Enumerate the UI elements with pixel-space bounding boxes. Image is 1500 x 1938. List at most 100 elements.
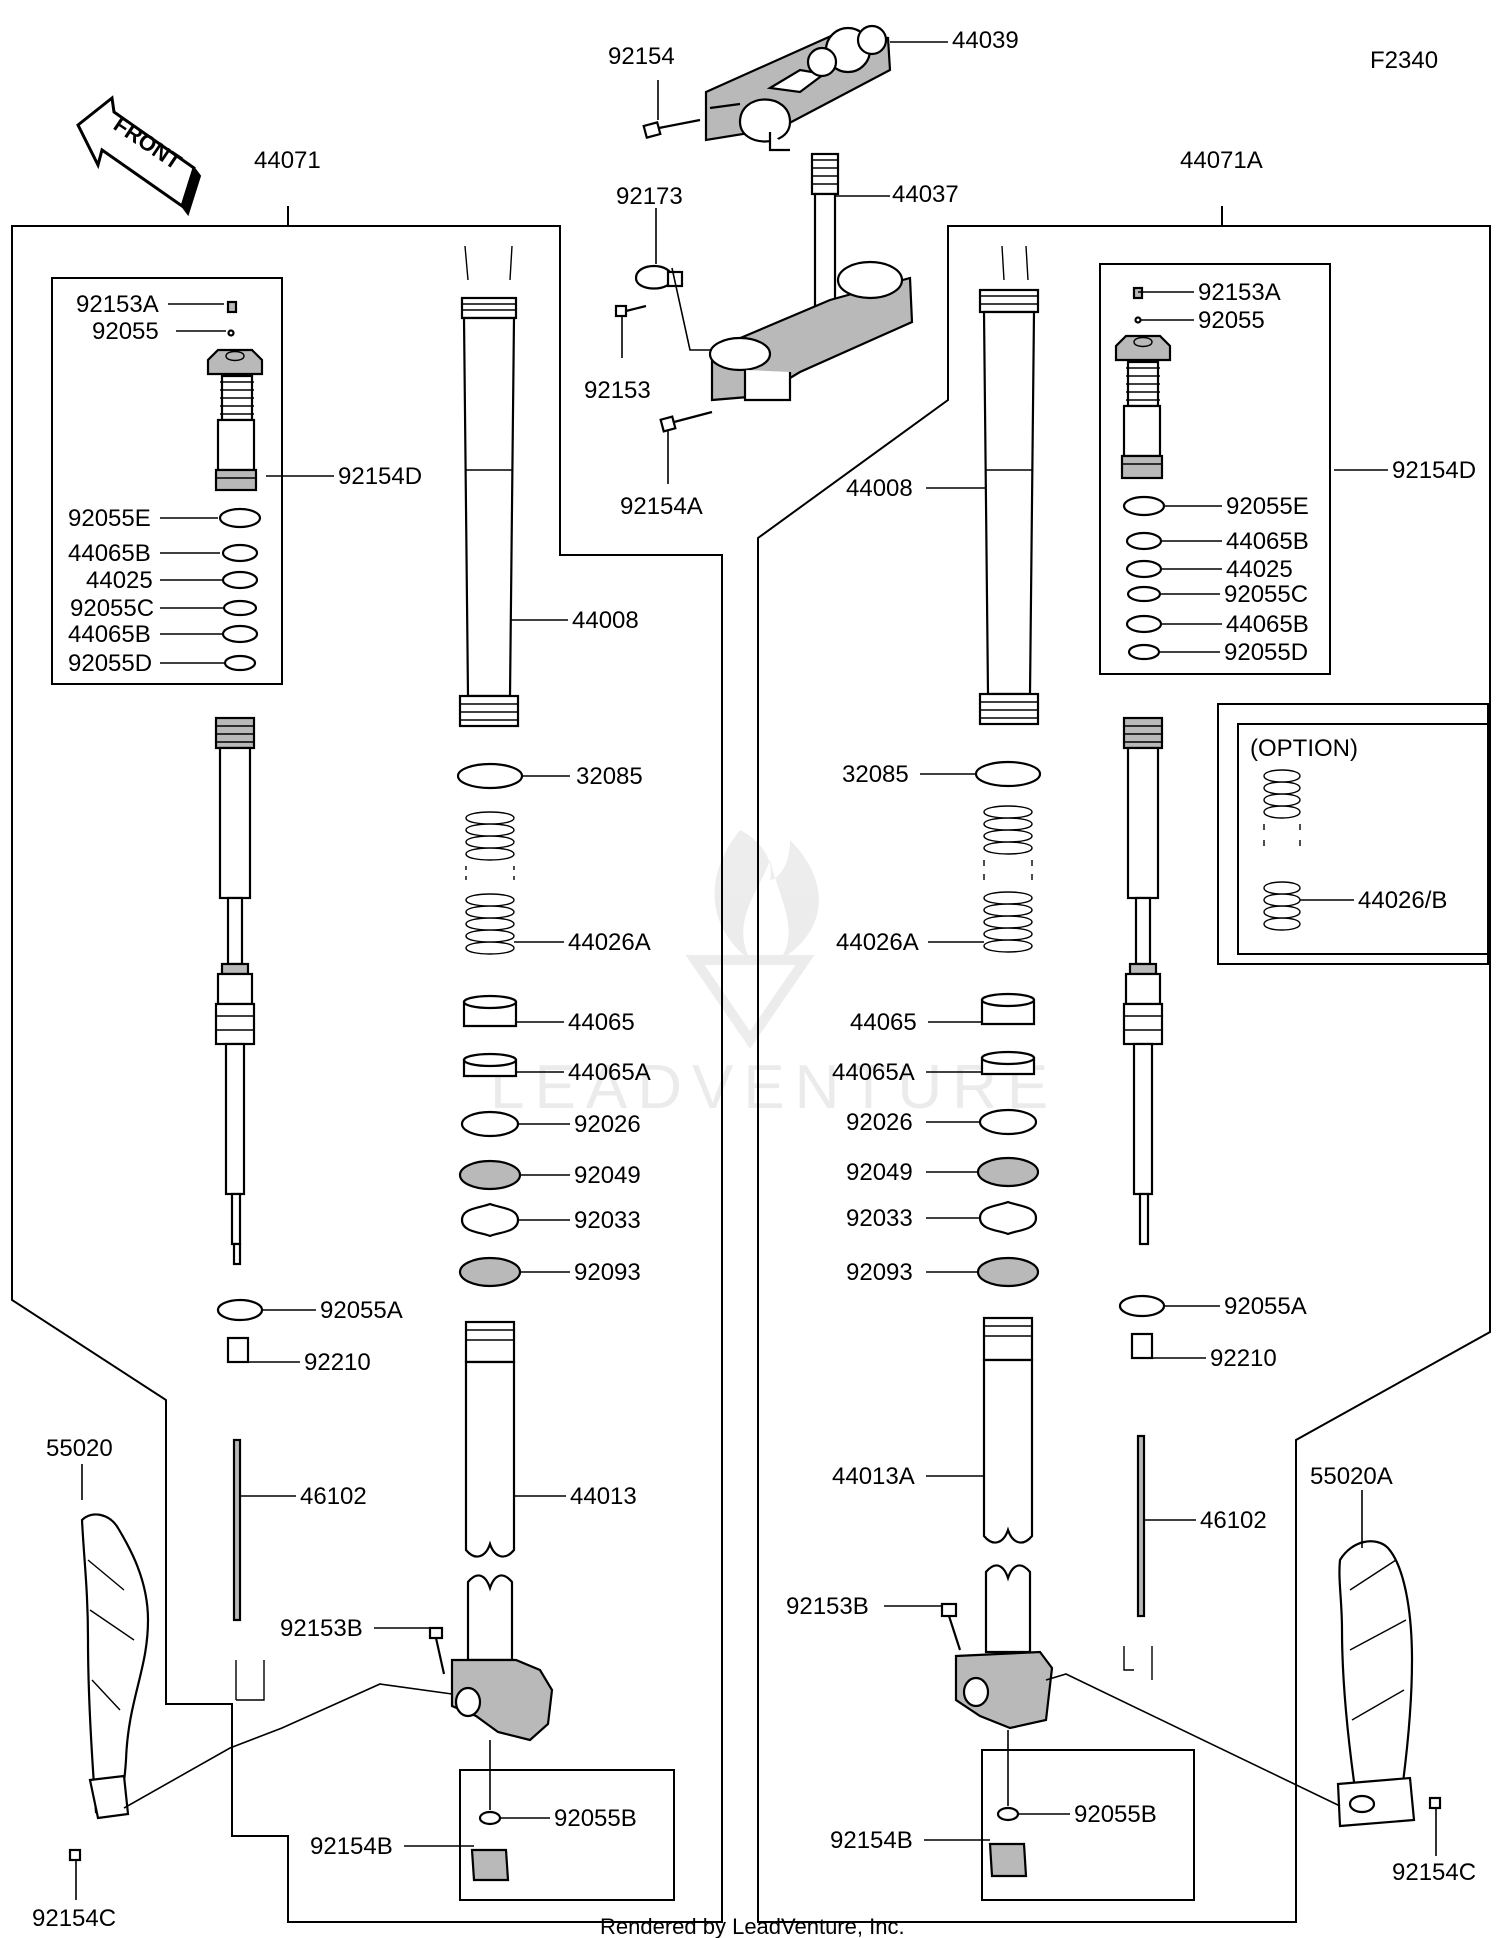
label-r-92055B: 92055B: [1074, 1801, 1157, 1828]
right-cartridge-rings: [1122, 495, 1166, 661]
left-clip-92033: [460, 1202, 520, 1238]
left-outer-tube-44008: [458, 245, 520, 728]
label-44037: 44037: [892, 181, 959, 208]
label-r-44065A: 44065A: [832, 1059, 915, 1086]
label-r-92154B: 92154B: [830, 1827, 913, 1854]
label-92153A: 92153A: [76, 291, 159, 318]
label-r-92154D: 92154D: [1392, 457, 1476, 484]
label-44071A: 44071A: [1180, 147, 1263, 174]
label-92055D: 92055D: [68, 650, 152, 677]
left-cap-92093: [458, 1256, 522, 1288]
right-spring-44026A: [983, 805, 1033, 953]
label-r-46102: 46102: [1200, 1507, 1267, 1534]
label-r-44026A: 44026A: [836, 929, 919, 956]
label-44065B: 44065B: [68, 540, 151, 567]
label-r-92055E: 92055E: [1226, 493, 1309, 520]
right-washer-92055B: [996, 1806, 1020, 1822]
label-44013A: 44013A: [832, 1463, 915, 1490]
label-44008: 44008: [572, 607, 639, 634]
right-fork-guard-55020A: [1336, 1540, 1416, 1828]
left-seal-92026: [460, 1110, 520, 1138]
label-92154A: 92154A: [620, 493, 703, 520]
right-damper-rod: [1122, 716, 1164, 1246]
right-drain-bolt-92154B: [988, 1842, 1028, 1878]
label-92153: 92153: [584, 377, 651, 404]
left-cartridge-assembly: [206, 300, 264, 492]
left-damper-rod: [214, 716, 256, 1266]
right-bolt-92153B: [940, 1602, 962, 1651]
left-ring-32085: [456, 762, 524, 790]
option-label: (OPTION): [1250, 735, 1358, 762]
right-bushings: [980, 992, 1036, 1076]
right-inner-tube-44013A: [982, 1316, 1034, 1654]
right-fork-frame: [757, 206, 1491, 1923]
label-92055A: 92055A: [320, 1297, 403, 1324]
label-44026B: 44026/B: [1358, 887, 1447, 914]
left-axle-bracket: [450, 1658, 554, 1742]
left-fork-frame: [11, 206, 723, 1923]
label-r-92049: 92049: [846, 1159, 913, 1186]
left-bottom-box: [459, 1769, 675, 1901]
label-92055B: 92055B: [554, 1805, 637, 1832]
left-rod-46102: [232, 1438, 242, 1622]
front-arrow-icon: FRONT: [76, 95, 202, 217]
right-seal-92049: [976, 1156, 1040, 1188]
label-r-92154C: 92154C: [1392, 1859, 1476, 1886]
label-92154: 92154: [608, 43, 675, 70]
right-clip-92033: [978, 1200, 1038, 1236]
label-92055E: 92055E: [68, 505, 151, 532]
label-r-92033: 92033: [846, 1205, 913, 1232]
right-cartridge-assembly: [1114, 286, 1172, 480]
left-seal-92049: [458, 1159, 522, 1191]
label-44065B-2: 44065B: [68, 621, 151, 648]
option-box-inner: [1237, 723, 1489, 955]
left-bushings: [462, 994, 518, 1078]
bolt-92154-top: [642, 118, 701, 139]
figure-code: F2340: [1370, 47, 1438, 74]
label-92026: 92026: [574, 1111, 641, 1138]
left-bolt-92154C: [68, 1848, 82, 1862]
footer-credit: Rendered by LeadVenture, Inc.: [600, 1914, 905, 1938]
label-r-44025: 44025: [1226, 556, 1293, 583]
right-rod-46102: [1136, 1434, 1146, 1618]
right-cap-92093: [976, 1256, 1040, 1288]
label-92153B: 92153B: [280, 1615, 363, 1642]
label-r-92055D: 92055D: [1224, 639, 1308, 666]
left-collar-92210: [226, 1336, 250, 1364]
label-55020A: 55020A: [1310, 1463, 1393, 1490]
label-44025: 44025: [86, 567, 153, 594]
label-r-92153A: 92153A: [1198, 279, 1281, 306]
label-44026A: 44026A: [568, 929, 651, 956]
left-bolt-92153B: [428, 1626, 446, 1675]
label-44065: 44065: [568, 1009, 635, 1036]
left-inner-tube-44013: [464, 1320, 516, 1662]
bolt-92153-top: [614, 304, 647, 318]
right-collar-92210: [1130, 1332, 1154, 1360]
left-drain-bolt-92154B: [470, 1848, 510, 1882]
label-r-92210: 92210: [1210, 1345, 1277, 1372]
label-r-44008: 44008: [846, 475, 913, 502]
bolt-92154A: [659, 410, 713, 433]
label-r-92153B: 92153B: [786, 1593, 869, 1620]
left-cartridge-box: [51, 277, 283, 685]
label-r-92055: 92055: [1198, 307, 1265, 334]
right-cartridge-box: [1099, 263, 1331, 675]
right-ring-92055A: [1118, 1294, 1166, 1318]
label-r-44065: 44065: [850, 1009, 917, 1036]
right-bottom-box: [981, 1749, 1195, 1901]
label-44071: 44071: [254, 147, 321, 174]
left-fork-guard-55020: [80, 1513, 150, 1820]
right-ring-32085: [974, 760, 1042, 788]
label-r-92055C: 92055C: [1224, 581, 1308, 608]
right-bolt-92154C: [1428, 1796, 1442, 1810]
watermark-logo-icon: [685, 830, 819, 1049]
label-92093: 92093: [574, 1259, 641, 1286]
label-92154B: 92154B: [310, 1833, 393, 1860]
label-92049: 92049: [574, 1162, 641, 1189]
label-r-92093: 92093: [846, 1259, 913, 1286]
left-cartridge-rings: [218, 507, 262, 672]
label-46102: 46102: [300, 1483, 367, 1510]
right-seal-92026: [978, 1108, 1038, 1136]
label-44039: 44039: [952, 27, 1019, 54]
